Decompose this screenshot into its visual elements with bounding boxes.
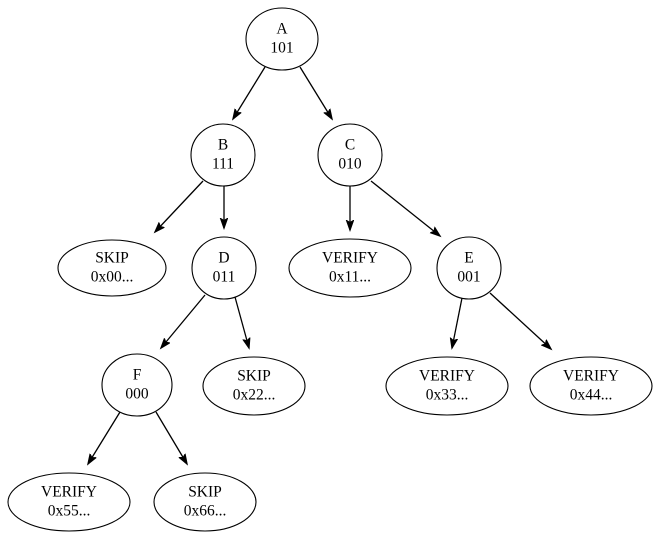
- edge-d-to-f: [161, 294, 206, 348]
- node-value-s0: 0x00...: [91, 269, 134, 286]
- node-label-f: F: [133, 367, 142, 384]
- node-value-e: 001: [457, 269, 480, 286]
- node-value-d: 011: [213, 269, 236, 286]
- node-value-f: 000: [125, 386, 149, 403]
- node-shape-e: [436, 236, 502, 300]
- node-shape-v4: [529, 356, 653, 416]
- node-value-v5: 0x55...: [48, 503, 91, 520]
- edge-d-to-s2: [234, 296, 249, 348]
- edge-f-to-s6: [155, 411, 187, 464]
- edge-f-to-v5: [88, 411, 121, 464]
- node-b[interactable]: B 111: [190, 123, 256, 187]
- node-shape-s2: [202, 356, 306, 416]
- node-label-d: D: [218, 250, 229, 267]
- node-v3[interactable]: VERIFY 0x33...: [385, 356, 509, 416]
- edge-e-to-v3: [452, 297, 463, 348]
- node-s2[interactable]: SKIP 0x22...: [202, 356, 306, 416]
- node-value-v4: 0x44...: [570, 387, 613, 404]
- node-label-s6: SKIP: [188, 484, 222, 501]
- node-v4[interactable]: VERIFY 0x44...: [529, 356, 653, 416]
- node-label-s0: SKIP: [95, 250, 129, 267]
- node-label-a: A: [276, 21, 288, 38]
- node-s6[interactable]: SKIP 0x66...: [153, 472, 257, 532]
- node-a[interactable]: A 101: [245, 7, 319, 71]
- node-v1[interactable]: VERIFY 0x11...: [288, 238, 412, 298]
- node-value-v1: 0x11...: [329, 269, 371, 286]
- node-shape-b: [190, 123, 256, 187]
- edge-b-to-s0: [155, 180, 204, 232]
- node-shape-s6: [153, 472, 257, 532]
- node-label-v3: VERIFY: [419, 368, 475, 385]
- node-shape-v3: [385, 356, 509, 416]
- node-label-c: C: [345, 137, 355, 154]
- edge-a-to-b: [233, 66, 266, 119]
- node-label-v1: VERIFY: [322, 250, 378, 267]
- node-shape-s0: [57, 239, 167, 297]
- node-shape-v1: [288, 238, 412, 298]
- node-value-b: 111: [212, 156, 234, 173]
- node-shape-f: [101, 353, 173, 417]
- node-d[interactable]: D 011: [191, 236, 257, 300]
- node-label-s2: SKIP: [237, 368, 271, 385]
- node-value-s6: 0x66...: [184, 503, 227, 520]
- node-value-v3: 0x33...: [426, 387, 469, 404]
- node-layer: A101B111C010SKIP0x00...D011VERIFY0x11...…: [7, 7, 653, 532]
- node-e[interactable]: E 001: [436, 236, 502, 300]
- node-shape-c: [317, 123, 383, 187]
- edge-a-to-c: [299, 66, 332, 119]
- node-shape-d: [191, 236, 257, 300]
- edge-layer: [88, 66, 551, 464]
- edge-e-to-v4: [489, 292, 551, 349]
- node-label-v4: VERIFY: [563, 368, 619, 385]
- node-value-s2: 0x22...: [233, 387, 276, 404]
- node-v5[interactable]: VERIFY 0x55...: [7, 472, 131, 532]
- node-shape-a: [245, 7, 319, 71]
- node-shape-v5: [7, 472, 131, 532]
- node-c[interactable]: C 010: [317, 123, 383, 187]
- node-s0[interactable]: SKIP 0x00...: [57, 239, 167, 297]
- node-f[interactable]: F 000: [101, 353, 173, 417]
- node-label-e: E: [464, 250, 473, 267]
- node-value-a: 101: [270, 40, 293, 57]
- node-label-b: B: [218, 137, 228, 154]
- edge-c-to-e: [370, 180, 440, 236]
- node-value-c: 010: [338, 156, 362, 173]
- node-label-v5: VERIFY: [41, 484, 97, 501]
